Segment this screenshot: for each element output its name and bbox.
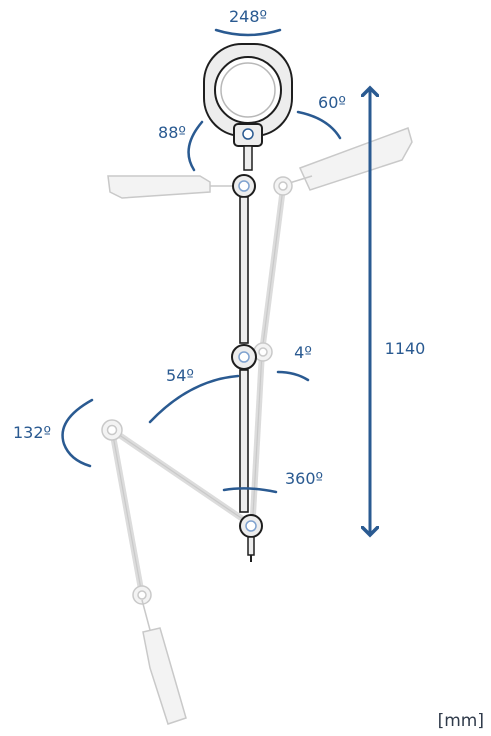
base-rotation-label: 360º: [285, 469, 323, 488]
ghost-head-left: [107, 175, 238, 199]
ghost-positions: [101, 127, 413, 725]
head-tilt-right-label: 60º: [318, 93, 346, 112]
main-lamp: [203, 43, 293, 562]
base-rotation-arc: [222, 487, 278, 494]
ghost-head-right: [282, 127, 413, 191]
height-value-label: 1140: [385, 339, 426, 358]
head-rotation-arc: [214, 28, 282, 37]
ghost-arm-left: [101, 419, 252, 725]
lamp-head: [203, 43, 293, 171]
lower-arm: [239, 369, 249, 513]
mid-joint-small-arc: [276, 370, 310, 382]
middle-joint: [231, 344, 257, 370]
shoulder-label: 132º: [13, 423, 51, 442]
head-tilt-left-arc: [187, 120, 204, 172]
shoulder-arc: [61, 398, 94, 468]
upper-arm: [239, 196, 249, 344]
ghost-arm-right: [250, 176, 293, 516]
mid-joint-small-label: 4º: [294, 343, 312, 362]
head-rotation-label: 248º: [229, 7, 267, 26]
unit-label: [mm]: [438, 711, 484, 731]
head-tilt-right-arc: [296, 110, 342, 140]
head-tilt-left-label: 88º: [158, 123, 186, 142]
base-joint: [239, 514, 263, 562]
upper-joint: [232, 174, 256, 198]
labels: 248º 88º 60º 1140 4º 54º 132º 360º [mm]: [13, 7, 484, 731]
mid-joint-label: 54º: [166, 366, 194, 385]
rotation-arcs: [61, 28, 342, 494]
mid-joint-arc: [148, 374, 240, 424]
